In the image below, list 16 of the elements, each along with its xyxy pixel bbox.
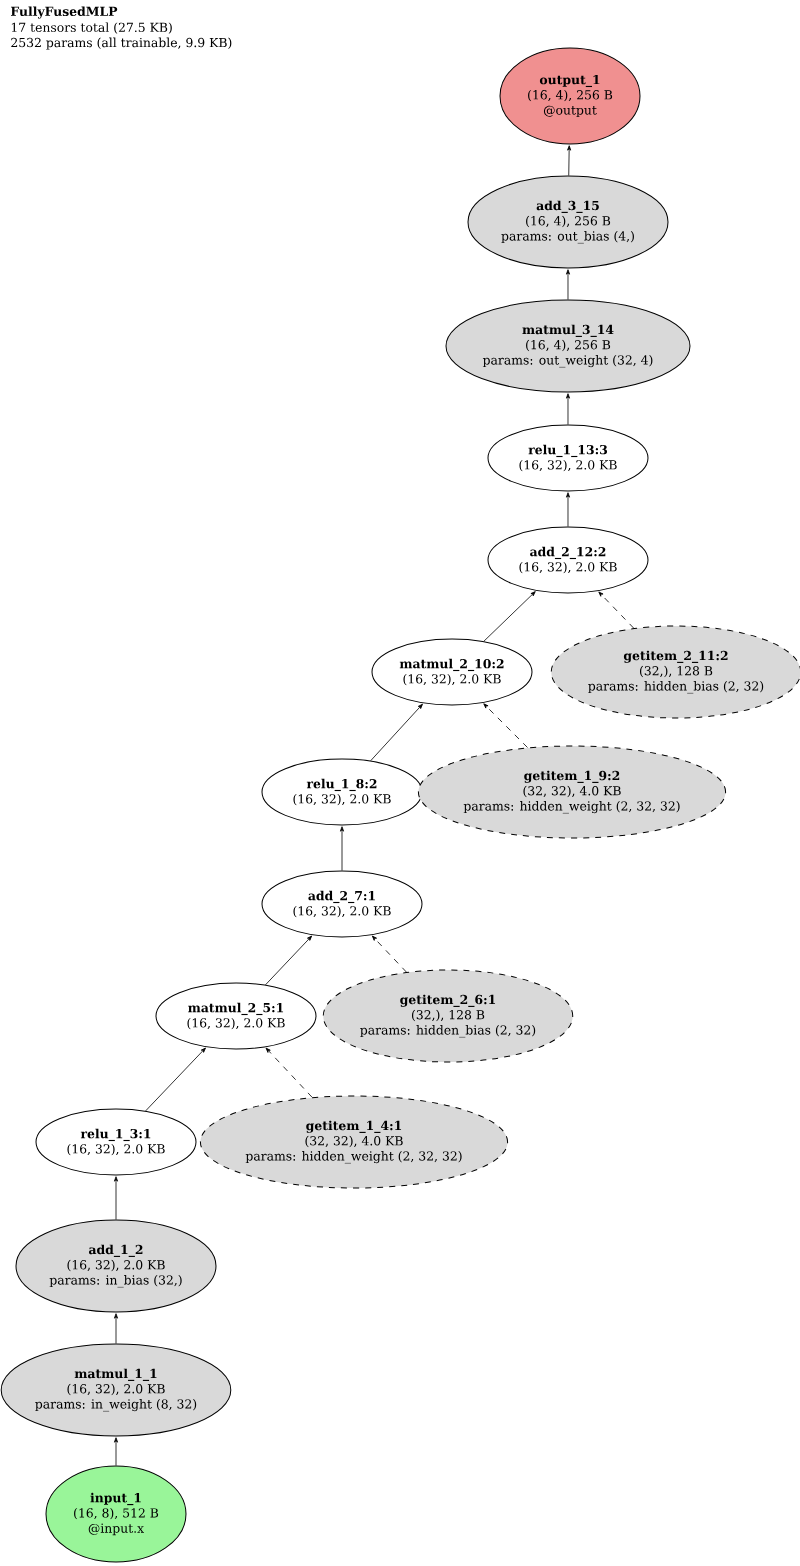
- arrow: [370, 703, 423, 762]
- arrow: [114, 1313, 118, 1344]
- arrow: [566, 492, 570, 527]
- arrow: [598, 591, 635, 629]
- arrow: [483, 591, 536, 642]
- arrow: [567, 145, 572, 176]
- arrow: [145, 1047, 206, 1112]
- arrow: [566, 393, 570, 425]
- arrow: [114, 1176, 118, 1220]
- arrow: [265, 935, 313, 986]
- arrow: [483, 703, 528, 748]
- arrow: [566, 269, 570, 300]
- arrow: [114, 1437, 118, 1466]
- arrow: [265, 1047, 313, 1098]
- arrow: [340, 826, 344, 871]
- arrow: [371, 935, 407, 973]
